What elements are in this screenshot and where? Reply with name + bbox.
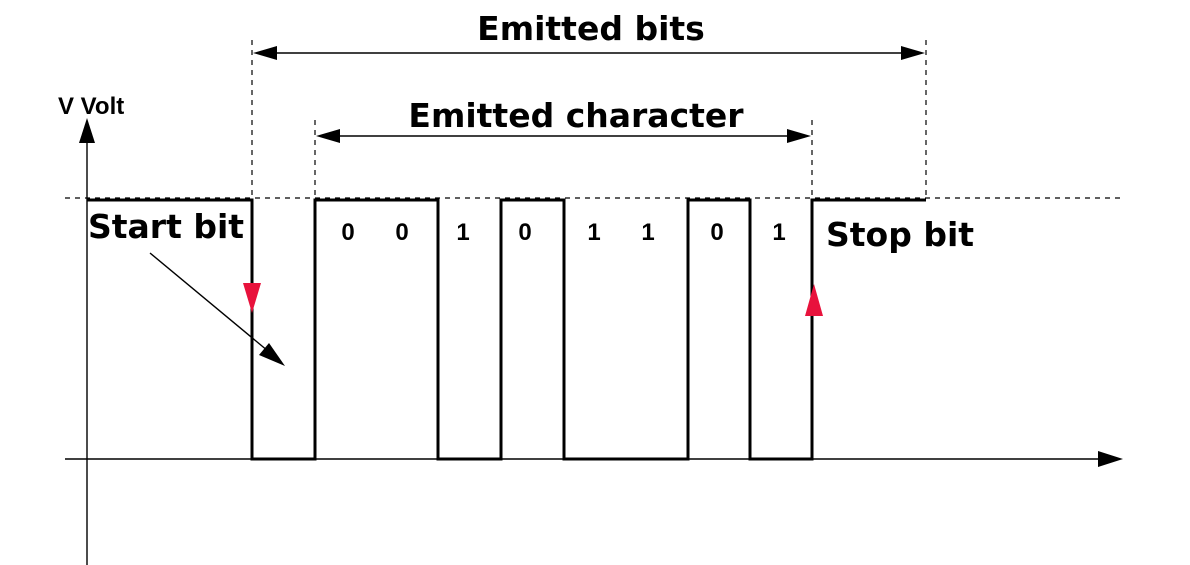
emitted-bits-arrowhead-right	[901, 46, 925, 60]
emitted-character-arrowhead-left	[316, 129, 340, 143]
start-bit-label: Start bit	[88, 207, 244, 246]
guide-lines	[65, 40, 1125, 199]
bit-label: 0	[518, 219, 531, 246]
bit-label: 1	[772, 219, 785, 246]
signal-waveform	[87, 198, 926, 461]
y-axis-label: V Volt	[58, 93, 124, 120]
rising-edge-marker	[805, 284, 823, 316]
bit-label: 0	[395, 219, 408, 246]
start-bit-pointer-arrowhead	[259, 343, 285, 366]
bit-label: 1	[456, 219, 469, 246]
bit-labels: 0 0 1 0 1 1 0 1	[341, 219, 785, 246]
emitted-character-dimension: Emitted character	[316, 96, 811, 143]
emitted-bits-arrowhead-left	[253, 46, 277, 60]
axes: V Volt	[58, 93, 1123, 565]
emitted-bits-dimension: Emitted bits	[253, 9, 925, 60]
emitted-bits-label: Emitted bits	[477, 9, 705, 48]
bit-label: 0	[341, 219, 354, 246]
stop-bit-label: Stop bit	[826, 215, 974, 254]
emitted-character-arrowhead-right	[787, 129, 811, 143]
bit-label: 1	[587, 219, 600, 246]
emitted-character-label: Emitted character	[408, 96, 744, 135]
start-bit-pointer-line	[149, 252, 275, 357]
bit-label: 0	[710, 219, 723, 246]
falling-edge-marker	[243, 283, 261, 313]
x-axis-arrowhead	[1098, 451, 1123, 467]
y-axis-arrowhead	[79, 118, 95, 143]
bit-label: 1	[641, 219, 654, 246]
